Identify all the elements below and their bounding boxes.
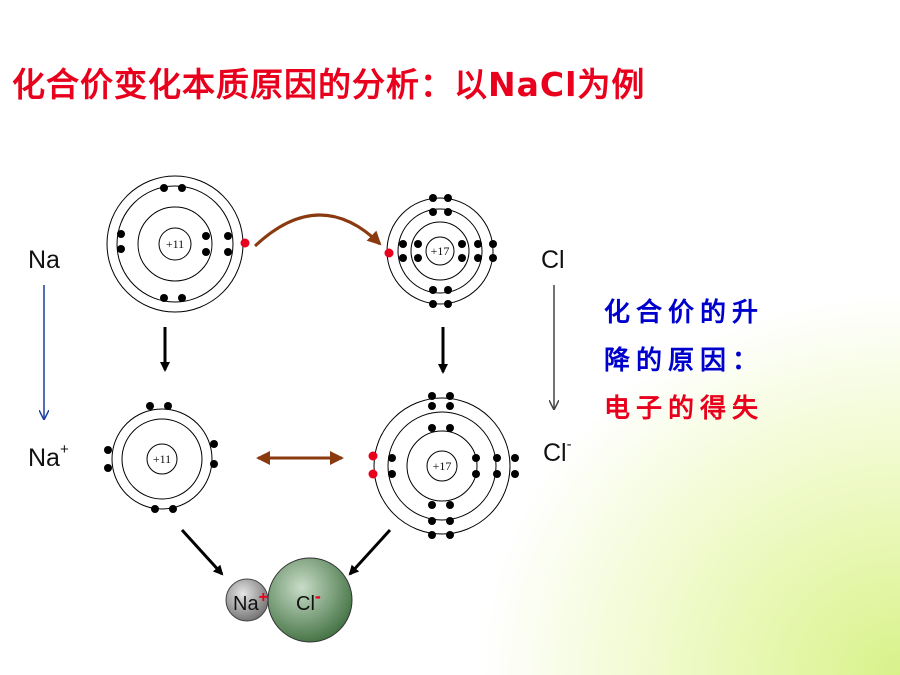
na-ion-label: Na+ xyxy=(28,441,69,472)
cl-electrons xyxy=(399,194,497,308)
na-ion-to-product-arrow xyxy=(180,528,224,576)
cl-nucleus-label: +17 xyxy=(431,244,450,258)
cl-atom: +17 xyxy=(384,194,497,308)
cl-ion: +17 xyxy=(368,392,519,539)
cl-ion-to-product-arrow xyxy=(348,528,392,576)
cl-ion-electrons xyxy=(388,392,519,539)
explanation-line-3: 电子的得失 xyxy=(604,394,765,424)
explanation-line-1: 化合价的升 xyxy=(604,298,765,328)
na-ion-nucleus-label: +11 xyxy=(153,452,171,466)
cl-label: Cl xyxy=(541,246,565,274)
product-na-label: Na+ xyxy=(233,589,268,615)
cl-ion-nucleus-label: +17 xyxy=(433,459,452,473)
na-electrons xyxy=(117,184,232,302)
page-title: 化合价变化本质原因的分析：以NaCl为例 xyxy=(12,65,646,104)
na-ion: +11 xyxy=(104,402,218,513)
cl-sphere xyxy=(267,557,353,643)
explanation-line-2: 降的原因： xyxy=(604,346,765,376)
product-cl-label: Cl- xyxy=(296,586,321,615)
cl-ion-label: Cl- xyxy=(543,436,572,467)
cl-ion-gained-electron-2 xyxy=(368,469,378,479)
na-atom: +11 xyxy=(106,175,250,313)
nacl-product: Na+ Cl- xyxy=(225,557,353,643)
na-nucleus-label: +11 xyxy=(166,237,184,251)
na-ion-electrons xyxy=(104,402,218,513)
cl-received-electron-slot xyxy=(384,248,394,258)
cl-ion-gained-electron-1 xyxy=(368,451,378,461)
na-valence-electron xyxy=(240,238,250,248)
na-label: Na xyxy=(28,246,60,274)
electron-transfer-arrow xyxy=(253,213,382,248)
